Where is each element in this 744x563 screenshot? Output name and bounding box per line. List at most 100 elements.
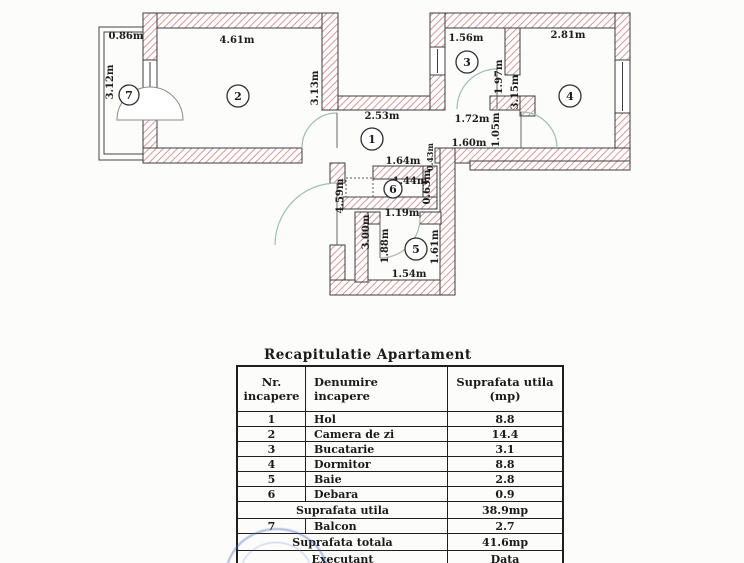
svg-text:7: 7 xyxy=(125,89,133,102)
wall xyxy=(504,27,521,76)
cell-nr: 6 xyxy=(236,486,306,502)
wall xyxy=(329,244,346,286)
dim-dormitor-height: 3.15m xyxy=(510,74,521,109)
window-bedroom xyxy=(614,59,631,114)
wall xyxy=(429,74,446,111)
svg-text:4: 4 xyxy=(566,90,574,103)
dim-balcon-height: 3.12m xyxy=(105,64,116,99)
dim-corridor-height-1: 4.59m xyxy=(335,178,346,213)
wall xyxy=(519,95,536,117)
room-number-badges: 1 2 3 4 5 6 7 xyxy=(118,50,582,261)
wall xyxy=(429,12,446,48)
dim-hol-height-1: 1.05m xyxy=(491,112,502,147)
wall xyxy=(469,160,631,171)
executant-label: Executant xyxy=(236,550,448,563)
bedroom-door xyxy=(520,111,558,149)
wall xyxy=(354,211,369,283)
footer-row: Executant Data xyxy=(236,550,564,563)
suprafata-totala-label: Suprafata totala xyxy=(236,533,448,551)
cell-nr: 1 xyxy=(236,411,306,427)
room-badge-bucatarie: 3 xyxy=(455,50,479,74)
suprafata-utila-label: Suprafata utila xyxy=(236,501,448,519)
cell-name: Dormitor xyxy=(305,456,448,472)
dim-bucatarie-width: 1.56m xyxy=(449,33,484,44)
livingroom-door xyxy=(301,112,338,149)
cell-nr: 2 xyxy=(236,426,306,442)
cell-mp: 2.7 xyxy=(447,518,564,534)
suprafata-totala-value: 41.6mp xyxy=(447,533,564,551)
cell-name: Bucatarie xyxy=(305,441,448,457)
dim-debara-height-2: 0.43m xyxy=(425,142,435,170)
dim-balcon-width: 0.86m xyxy=(109,31,144,42)
floor-plan-drawing: 0.86m 4.61m 1.56m 2.81m 2.53m 1.72m 1.60… xyxy=(98,12,631,296)
room-badge-camera: 2 xyxy=(226,84,250,108)
wall xyxy=(142,12,338,29)
svg-text:3: 3 xyxy=(463,56,471,69)
dim-debara-width-1: 1.64m xyxy=(386,156,421,167)
cell-nr: 4 xyxy=(236,456,306,472)
table-row: 5 Baie 2.8 xyxy=(236,471,564,487)
dim-baie-width-2: 1.54m xyxy=(392,269,427,280)
cell-mp: 3.1 xyxy=(447,441,564,457)
dim-hol-width-2: 1.72m xyxy=(455,114,490,125)
cell-name: Debara xyxy=(305,486,448,502)
table-row: 3 Bucatarie 3.1 xyxy=(236,441,564,457)
table-row: 4 Dormitor 8.8 xyxy=(236,456,564,472)
kitchen-door xyxy=(456,68,498,110)
header-row: Nr. incapere Denumire incapere Suprafata… xyxy=(236,365,564,412)
dim-hol-width-3: 1.60m xyxy=(452,138,487,149)
debara-shelf-dotted xyxy=(345,177,374,198)
room-badge-baie: 5 xyxy=(404,237,428,261)
wall xyxy=(329,279,456,296)
cell-mp: 8.8 xyxy=(447,456,564,472)
room-badge-hol: 1 xyxy=(360,127,384,151)
wall xyxy=(614,12,631,61)
dim-corridor-height-2: 3.00m xyxy=(361,214,372,249)
dim-debara-width-2: 1.44m xyxy=(393,176,428,187)
suprafata-totala-row: Suprafata totala 41.6mp xyxy=(236,533,564,551)
cell-name: Baie xyxy=(305,471,448,487)
wall xyxy=(142,147,303,164)
svg-text:5: 5 xyxy=(412,243,420,256)
cell-mp: 8.8 xyxy=(447,411,564,427)
table-row: 2 Camera de zi 14.4 xyxy=(236,426,564,442)
recap-table-section: Recapitulatie Apartament Nr. incapere De… xyxy=(236,347,564,563)
wall xyxy=(419,211,442,225)
dimension-labels: 0.86m 4.61m 1.56m 2.81m 2.53m 1.72m 1.60… xyxy=(109,30,586,280)
cell-nr: 5 xyxy=(236,471,306,487)
dim-camera-width: 4.61m xyxy=(220,35,255,46)
balcon-row: 7 Balcon 2.7 xyxy=(236,518,564,534)
dim-debara-height-1: 0.63m xyxy=(422,169,433,204)
room-badge-debara: 6 xyxy=(383,179,403,199)
cell-name: Camera de zi xyxy=(305,426,448,442)
table-row: 1 Hol 8.8 xyxy=(236,411,564,427)
cell-nr: 3 xyxy=(236,441,306,457)
cell-name: Balcon xyxy=(305,518,448,534)
cell-mp: 14.4 xyxy=(447,426,564,442)
header-suprafata-utila: Suprafata utila (mp) xyxy=(447,365,564,412)
header-denumire: Denumire incapere xyxy=(305,365,448,412)
windows xyxy=(142,46,631,114)
svg-text:6: 6 xyxy=(389,183,397,196)
header-nr-incapere: Nr. incapere xyxy=(236,365,306,412)
room-badge-balcon: 7 xyxy=(118,84,140,106)
data-label: Data xyxy=(447,550,564,563)
recap-table: Nr. incapere Denumire incapere Suprafata… xyxy=(236,365,564,563)
wall xyxy=(439,147,456,296)
dim-baie-height-2: 1.61m xyxy=(430,229,441,264)
recap-title: Recapitulatie Apartament xyxy=(264,347,472,363)
room-badge-dormitor: 4 xyxy=(558,84,582,108)
wall xyxy=(429,12,631,29)
cell-mp: 2.8 xyxy=(447,471,564,487)
dimension-labels-vertical: 3.12m 3.13m 1.97m 3.15m 1.05m 0.43m 0.63… xyxy=(105,59,521,264)
svg-text:2: 2 xyxy=(234,90,242,103)
dim-dormitor-width: 2.81m xyxy=(551,30,586,41)
svg-text:1: 1 xyxy=(368,133,376,146)
suprafata-utila-row: Suprafata utila 38.9mp xyxy=(236,501,564,519)
dim-hol-width-1: 2.53m xyxy=(365,111,400,122)
dim-bucatarie-height: 1.97m xyxy=(494,59,505,94)
cell-mp: 0.9 xyxy=(447,486,564,502)
dim-baie-height-1: 1.88m xyxy=(380,228,391,263)
window-kitchen xyxy=(429,46,446,76)
